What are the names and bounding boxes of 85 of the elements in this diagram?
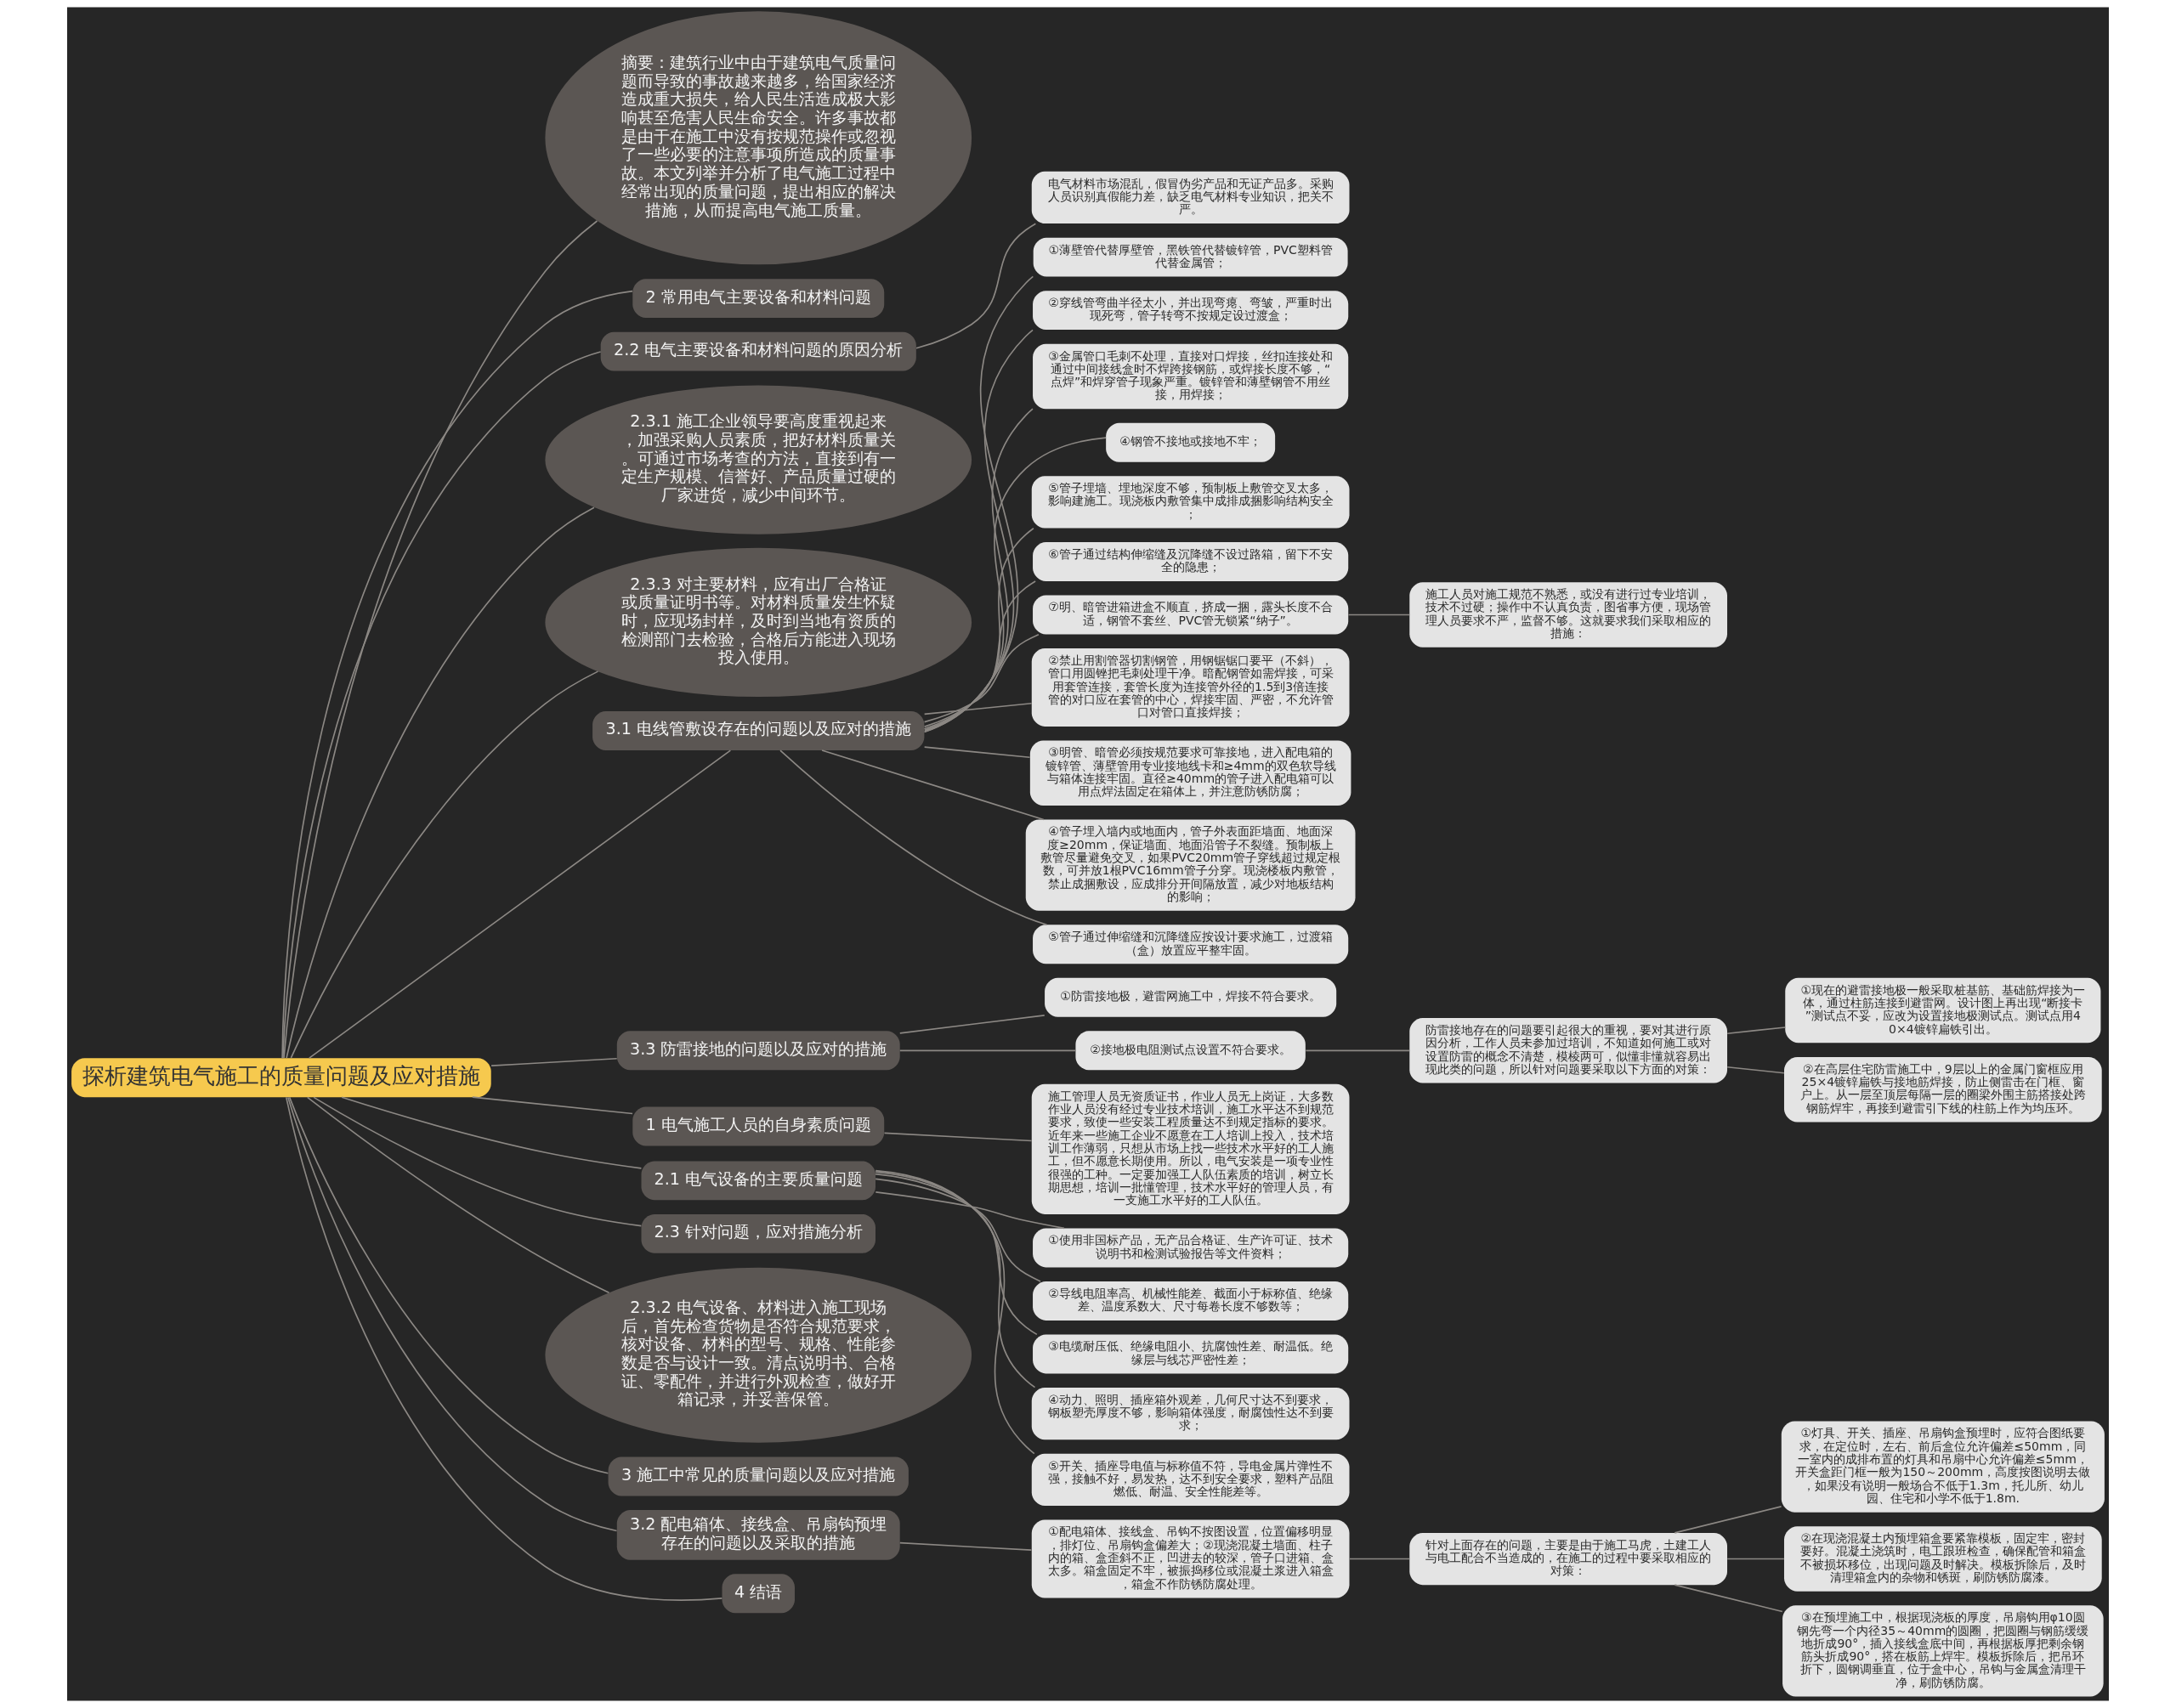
connector	[875, 1191, 1065, 1230]
node-box: ②在高层住宅防雷施工中，9层以上的金属门窗框应用25×4镀锌扁铁与接地筋焊接，防止侧雷击在门框、窗户上。从一层至顶层每隔一层的圈梁外围主筋搭接处跨钢筋焊牢，再接到避雷引下线的柱筋上作为均压环。	[1784, 1056, 2102, 1123]
connector	[779, 749, 1048, 926]
connector	[287, 1096, 618, 1532]
connector	[1305, 1049, 1410, 1052]
node-box: 3 施工中常见的质量问题以及应对措施	[608, 1456, 909, 1496]
node-box: ④动力、照明、插座箱外观差，几何尺寸达不到要求，钢板塑壳厚度不够，影响箱体强度，耐腐蚀性达不到要求；	[1031, 1388, 1350, 1440]
node-box: ⑦明、暗管进箱进盒不顺直，挤成一捆，露头长度不合适，钢管不套丝、PVC管无锁紧“纳子”。	[1033, 595, 1349, 635]
node-box: 2.2 电气主要设备和材料问题的原因分析	[600, 331, 916, 371]
connector	[923, 746, 1031, 759]
connector	[313, 1096, 643, 1227]
node-box: 3.3 防雷接地的问题以及应对的措施	[616, 1031, 900, 1071]
connector	[915, 223, 1037, 349]
connector	[281, 290, 633, 1060]
node-box: 针对上面存在的问题，主要是由于施工马虎，土建工人与电工配合不当造成的，在施工的过程中要采取相应的对策：	[1409, 1532, 1727, 1586]
node-box: ①防雷接地极，避雷网施工中，焊接不符合要求。	[1045, 977, 1337, 1017]
node-box: ①灯具、开关、插座、吊扇钩盒预埋时，应符合图纸要求，在定位时，左右、前后盒位允许偏差≤50mm，同一室内的成排布置的灯具和吊扇中心允许偏差≤5mm，开关盒距门框一般为150～200mm，高度按图说明去做，如果没有说明一般场合不低于1.3m，托儿所、幼儿园、住宅和小学不低于1.8m.	[1781, 1421, 2105, 1513]
connector	[282, 351, 602, 1059]
connector	[898, 1541, 1033, 1552]
connector	[1674, 1506, 1782, 1534]
connector	[923, 527, 1034, 730]
connector	[898, 1015, 1046, 1034]
connector	[1674, 1584, 1783, 1613]
connector	[898, 1049, 1077, 1052]
connector	[286, 506, 595, 1059]
node-ellipse: 2.3.3 对主要材料，应有出厂合格证或质量证明书等。对材料质量发生怀疑时，应现场封样，及时到当地有资质的检测部门去检验，合格后方能进入现场投入使用。	[545, 547, 972, 698]
node-box: 防雷接地存在的问题要引起很大的重视，要对其进行原因分析，工作人员未参加过培训，不知道如何施工或对设置防雷的概念不清楚，模棱两可，似懂非懂就容易出现此类的问题，所以针对问题要采取以下方面的对策：	[1409, 1018, 1727, 1083]
node-box: ④钢管不接地或接地不牢；	[1106, 422, 1276, 462]
node-box: 探析建筑电气施工的质量问题及应对措施	[71, 1058, 491, 1098]
node-box: ③在预埋施工中，根据现浇板的厚度，吊扇钩用φ10圆钢先弯一个内径35～40mm的圆圈，把圆圈与钢筋缓缓地折成90°，插入接线盒底中间，再根据板厚把剩余钢筋头折成90°，搭在板筋上焊牢。模板拆除后，把吊环折下，圆钢调垂直，位于盒中心，吊钩与金属盒清理干净，刷防锈防腐。	[1782, 1605, 2104, 1697]
connector	[306, 1096, 610, 1293]
node-box: ⑤管子通过伸缩缝和沉降缝应按设计要求施工，过渡箱（盒）放置应平整牢固。	[1033, 925, 1349, 964]
node-box: 3.2 配电箱体、接线盒、吊扇钩预埋存在的问题以及采取的措施	[616, 1510, 900, 1560]
connector	[1348, 1558, 1410, 1560]
connector	[490, 1057, 618, 1066]
connector	[1726, 1026, 1787, 1035]
node-box: 2.3 针对问题，应对措施分析	[641, 1213, 876, 1253]
connector	[1726, 1558, 1785, 1560]
node-box: ②导线电阻率高、机械性能差、截面小于标称值、绝缘差、温度系数大、尺寸每卷长度不够数等；	[1033, 1281, 1349, 1321]
node-box: 1 电气施工人员的自身素质问题	[632, 1106, 885, 1146]
connector	[283, 220, 598, 1059]
node-box: 3.1 电线管敷设存在的问题以及应对的措施	[592, 711, 925, 750]
node-box: ①配电箱体、接线盒、吊钩不按图设置，位置偏移明显，排灯位、吊扇钩盒偏差大；②现浇混凝土墙面、柱子内的箱、盒歪斜不正，凹进去的较深，管子口进箱、盒太多。箱盒固定不牢，被振捣移位或混凝土浆进入箱盒，箱盒不作防锈防腐处理。	[1031, 1519, 1350, 1598]
connector	[923, 580, 1036, 727]
connector	[288, 1096, 609, 1474]
connector	[1347, 614, 1410, 616]
node-box: ②禁止用割管器切割钢管，用钢锯锯口要平（不斜），管口用圆锉把毛刺处理干净。暗配钢管如需焊接，可采用套管连接，套管长度为连接管外径的1.5到3倍连接管的对口应在套管的中心，焊接牢固、严密，不允许管口对管口直接焊接；	[1031, 648, 1350, 727]
connector	[924, 437, 1107, 732]
connector	[923, 633, 1040, 723]
connector	[290, 670, 599, 1059]
connector	[883, 1132, 1033, 1142]
node-box: 施工人员对施工规范不熟悉，或没有进行过专业培训，技术不过硬；操作中不认真负责，图省事方便，现场管理人员要求不严，监督不够。这就要求我们采取相应的措施：	[1409, 582, 1727, 648]
node-ellipse: 2.3.1 施工企业领导要高度重视起来，加强采购人员素质，把好材料质量关。可通过市场考查的方法，直接到有一定生产规模、信誉好、产品质量过硬的厂家进货，减少中间环节。	[545, 385, 972, 534]
node-box: ②接地极电阻测试点设置不符合要求。	[1075, 1031, 1306, 1071]
node-box: ②在现浇混凝土内预埋箱盒要紧靠模板，固定牢，密封要好。混凝土浇筑时，电工跟班检查，确保配管和箱盒不被损坏移位，出现问题及时解决。模板拆除后，及时清理箱盒内的杂物和锈斑，刷防锈防腐漆。	[1784, 1526, 2102, 1592]
connector	[341, 1096, 643, 1169]
node-box: ⑥管子通过结构伸缩缝及沉降缝不设过路箱，留下不安全的隐患；	[1033, 542, 1349, 581]
node-box: ③金属管口毛刺不处理，直接对口焊接，丝扣连接处和通过中间接线盒时不焊跨接钢筋，或焊接长度不够，“点焊”和焊穿管子现象严重。镀锌管和薄壁钢管不用丝接，用焊接；	[1033, 343, 1349, 410]
node-box: ①使用非国标产品，无产品合格证、生产许可证、技术说明书和检测试验报告等文件资料；	[1033, 1228, 1349, 1268]
node-box: 施工管理人员无资质证书，作业人员无上岗证，大多数作业人员没有经过专业技术培训，施工水平达不到规范要求，致使一些安装工程质量达不到规定指标的要求。近年来一些施工企业不愿意在工人培训上投入，技术培训工作薄弱，只想从市场上找一些技术水平好的工人施工，但不愿意长期使用。所以，电气安装是一项专业性很强的工种。一定要加强工人队伍素质的培训，树立长期思想，培训一批懂管理，技术水平好的管理人员，有一支施工水平好的工人队伍。	[1031, 1083, 1350, 1214]
connector	[924, 408, 1034, 732]
node-box: ③电缆耐压低、绝缘电阻小、抗腐蚀性差、耐温低。绝缘层与线芯严密性差；	[1033, 1334, 1349, 1374]
connector	[309, 749, 732, 1059]
node-ellipse: 摘要：建筑行业中由于建筑电气质量问题而导致的事故越来越多，给国家经济造成重大损失，给人民生活造成极大影响甚至危害人民生命安全。许多事故都是由于在施工中没有按规范操作或忽视了一些必要的注意事项所造成的质量事故。本文列举并分析了电气施工过程中经常出现的质量问题，提出相应的解决措施，从而提高电气施工质量。	[545, 11, 972, 265]
connector	[821, 749, 1045, 821]
node-box: ③明管、暗管必须按规范要求可靠接地，进入配电箱的镀锌管、薄壁管用专业接地线卡和≥4mm的双色软导线与箱体连接牢固。直径≥40mm的管子进入配电箱可以用点焊法固定在箱体上，并注意防锈防腐；	[1029, 740, 1352, 806]
node-box: 4 结语	[722, 1574, 795, 1614]
node-box: ②穿线管弯曲半径太小，并出现弯瘪、弯皱，严重时出现死弯，管子转弯不按规定设过渡盒；	[1033, 291, 1349, 331]
node-box: 2.1 电气设备的主要质量问题	[641, 1161, 876, 1201]
connector	[285, 1096, 723, 1601]
node-box: ①薄壁管代替厚壁管，黑铁管代替镀锌管，PVC塑料管代替金属管；	[1033, 237, 1348, 277]
connector	[875, 1173, 1038, 1336]
node-box: ④管子埋入墙内或地面内，管子外表面距墙面、地面深度≥20mm，保证墙面、地面沿管子不裂缝。预制板上敷管尽量避免交叉，如果PVC20mm管子穿线超过规定根数，可并放1根PVC16mm管子分穿。现浇楼板内敷管，禁止成捆敷设，应成排分开间隔放置，减少对地板结构的影响；	[1025, 819, 1356, 911]
connector	[472, 1096, 633, 1115]
node-ellipse: 2.3.2 电气设备、材料进入施工现场后，首先检查货物是否符合规范要求，核对设备、材料的型号、规格、性能参数是否与设计一致。清点说明书、合格证、零配件，并进行外观检查，做好开箱记录，并妥善保管。	[545, 1267, 972, 1443]
node-box: ⑤管子埋墙、埋地深度不够，预制板上敷管交叉太多，影响建施工。现浇板内敷管集中成排成捆影响结构安全；	[1031, 476, 1350, 529]
connector	[875, 1178, 1041, 1282]
connector	[875, 1171, 1036, 1388]
node-box: ①现在的避雷接地极一般采取桩基筋、基础筋焊接为一体，通过柱筋连接到避雷网。设计图上再出现“断接卡”测试点不妥，应改为设置接地极测试点。测试点用40×4镀锌扁铁引出。	[1785, 977, 2101, 1043]
node-box: 电气材料市场混乱，假冒伪劣产品和无证产品多。采购人员识别真假能力差，缺乏电气材料专业知识，把关不严。	[1031, 171, 1350, 224]
connector	[875, 1169, 1035, 1455]
node-box: ⑤开关、插座导电值与标称值不符，导电金属片弹性不强，接触不好，易发热，达不到安全要求，塑料产品阻燃低、耐温、安全性能差等。	[1031, 1453, 1350, 1506]
connector	[1726, 1066, 1785, 1074]
node-box: 2 常用电气主要设备和材料问题	[632, 279, 885, 319]
connector	[923, 702, 1033, 715]
